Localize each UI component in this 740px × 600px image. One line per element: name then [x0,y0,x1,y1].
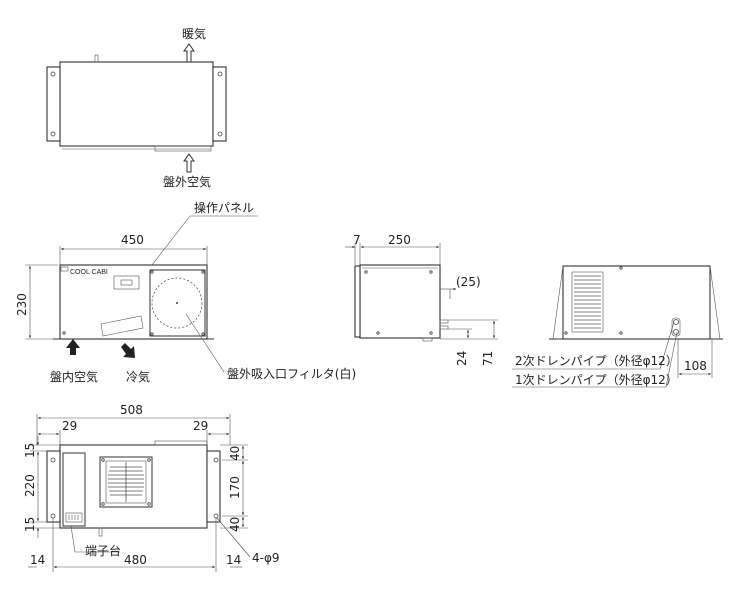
cold-air-label: 冷気 [126,369,150,384]
front-width-dim: 450 [121,233,144,247]
bottom-220-dim: 220 [23,474,37,497]
rear-view-body [562,265,711,340]
bottom-170-dim: 170 [228,476,242,499]
control-panel [113,275,140,290]
label-plate [100,315,144,337]
bottom-29-left-dim: 29 [62,419,77,433]
bottom-14-left-dim: 14 [30,553,45,567]
drain2-label: 2次ドレンパイプ（外径φ12） [515,354,678,368]
rear-view: 108 2次ドレンパイプ（外径φ12） 1次ドレンパイプ（外径φ12） [512,265,723,388]
bottom-29-right-dim: 29 [193,419,208,433]
intake-filter-window [149,269,206,337]
warm-air-arrow-icon [183,43,195,63]
side-view: 7 250 (25) 24 71 [345,233,498,366]
mount-hole [50,457,56,463]
side-drain-pipe-upper [439,319,449,324]
front-view-body [59,264,208,340]
bottom-14-right-dim: 14 [226,553,241,567]
drain1-label: 1次ドレンパイプ（外径φ12） [515,373,678,387]
top-lower-vent [154,145,212,152]
cold-air-arrow-icon [121,343,135,358]
rear-grille [571,271,604,333]
top-view-left-flange [46,66,61,142]
side-25-dim: (25) [456,275,481,289]
rear-108-dim: 108 [684,359,707,373]
drain-pipe-1 [673,329,679,335]
bottom-40-bottom-dim: 40 [228,517,242,532]
bottom-15-top-dim: 15 [23,443,37,458]
bottom-40-top-dim: 40 [228,446,242,461]
terminal-label: 端子台 [85,543,121,558]
outside-air-arrow-icon [183,153,195,173]
top-view-right-flange [212,66,227,142]
terminal-block [62,452,86,527]
bottom-width-dim: 508 [120,403,143,417]
outside-air-top-label: 盤外空気 [163,174,211,189]
front-height-dim: 230 [15,293,29,316]
fan-outline [151,277,203,329]
top-pipe [94,54,99,63]
side-71-dim: 71 [481,351,495,366]
mount-hole [50,513,56,519]
side-24-dim: 24 [455,351,469,366]
side-view-body [359,264,441,339]
bottom-left-flange [46,450,61,523]
brand-label: COOL CABI [70,269,108,276]
warm-air-label: 暖気 [182,26,206,41]
bottom-view: 508 29 29 [23,403,280,572]
control-panel-label: 操作パネル [194,200,254,215]
inside-air-arrow-icon [66,339,80,355]
top-view: 暖気 盤外空気 [46,26,227,189]
inside-air-label: 盤内空気 [50,369,98,384]
drain-pipe-2 [673,319,679,325]
filter-label: 盤外吸入口フィルタ(白) [227,366,356,381]
mount-hole [213,513,219,519]
side-depth-dim: 250 [388,233,411,247]
bottom-480-dim: 480 [124,553,147,567]
bottom-right-flange [206,450,221,523]
mount-hole [213,457,219,463]
side-view-flange [354,265,361,338]
side-flange-dim: 7 [353,233,361,247]
bottom-fan-guard [99,456,153,508]
holes-label: 4-φ9 [252,551,280,565]
top-view-body [59,61,214,147]
side-drain-pipe-lower [439,325,449,330]
bottom-15-bottom-dim: 15 [23,517,37,532]
front-view: 操作パネル 450 230 COOL CABI 盤内空気 [15,200,356,384]
